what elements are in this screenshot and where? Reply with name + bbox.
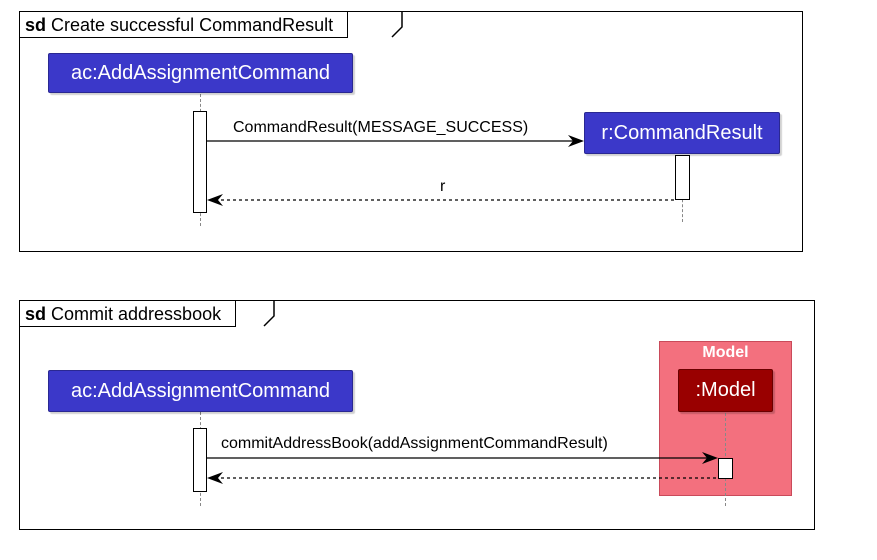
activation-r — [675, 155, 690, 200]
return-label-r: r — [440, 178, 446, 195]
participant-model[interactable]: :Model — [678, 369, 773, 412]
participant-add-assignment-command[interactable]: ac:AddAssignmentCommand — [48, 370, 353, 412]
frame-title: sd Commit addressbook — [20, 301, 237, 327]
message-arrow-commit — [207, 452, 718, 464]
frame-title: sd Create successful CommandResult — [20, 12, 349, 38]
message-arrow-command-result — [207, 135, 584, 147]
activation-ac-1 — [193, 111, 207, 213]
participant-add-assignment-command[interactable]: ac:AddAssignmentCommand — [48, 53, 353, 93]
frame-title-text: Commit addressbook — [51, 304, 222, 324]
activation-model — [718, 458, 733, 479]
frame-keyword: sd — [25, 304, 52, 324]
participant-command-result[interactable]: r:CommandResult — [584, 112, 780, 154]
return-arrow-commit — [207, 472, 718, 484]
frame-title-text: Create successful CommandResult — [51, 15, 334, 35]
activation-ac-2 — [193, 428, 207, 492]
return-arrow-r — [207, 194, 675, 206]
message-label-command-result: CommandResult(MESSAGE_SUCCESS) — [233, 119, 529, 136]
frame-keyword: sd — [25, 15, 52, 35]
model-box-title: Model — [702, 344, 749, 361]
message-label-commit: commitAddressBook(addAssignmentCommandRe… — [221, 435, 608, 452]
